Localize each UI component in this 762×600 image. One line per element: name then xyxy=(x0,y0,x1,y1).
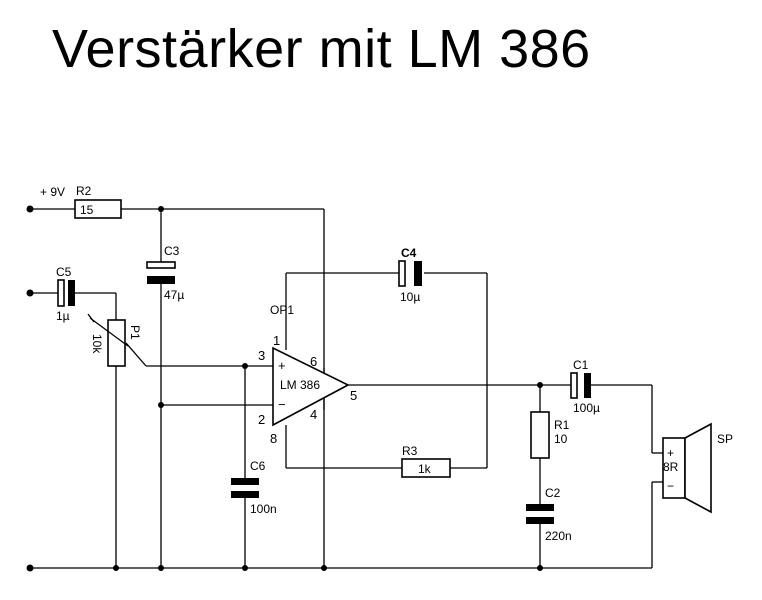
r1-value: 10 xyxy=(554,432,568,446)
c3-value: 47µ xyxy=(164,288,184,302)
junction-dot xyxy=(242,363,248,369)
c2-value: 220n xyxy=(545,529,572,543)
junction-dot xyxy=(537,382,543,388)
supply-label: + 9V xyxy=(40,185,65,199)
capacitor-c1: C1 100µ xyxy=(570,358,600,415)
capacitor-c4: C4 10µ xyxy=(398,246,422,304)
resistor-r3: R3 1k xyxy=(401,444,451,478)
op1-pin-5: 5 xyxy=(350,388,357,403)
r2-value: 15 xyxy=(80,203,94,217)
resistor-r1: R1 10 xyxy=(530,411,570,459)
capacitor-c2: C2 220n xyxy=(526,486,572,543)
c5-value: 1µ xyxy=(56,309,70,323)
c4-ref: C4 xyxy=(401,246,417,260)
input-terminal xyxy=(26,289,34,297)
junction-dot xyxy=(158,565,164,571)
op1-pin-2: 2 xyxy=(258,412,265,427)
p1-ref: P1 xyxy=(128,325,142,340)
junction-dot xyxy=(537,565,543,571)
resistor-r2: R2 15 xyxy=(74,184,122,219)
sp-ref: SP xyxy=(717,432,733,446)
op1-value: LM 386 xyxy=(280,378,320,392)
opamp-op1: OP1 LM 386 + − 1 3 6 2 4 5 8 xyxy=(258,303,357,446)
op1-pin-4: 4 xyxy=(310,407,317,422)
r3-value: 1k xyxy=(418,462,432,476)
c6-value: 100n xyxy=(250,502,277,516)
junction-dot xyxy=(321,565,327,571)
speaker-sp: + − 8R SP xyxy=(652,422,733,514)
op1-minus-sign: − xyxy=(278,397,286,412)
junction-dot xyxy=(242,565,248,571)
sp-value: 8R xyxy=(663,460,679,474)
op1-ref: OP1 xyxy=(270,303,294,317)
junction-dot xyxy=(158,206,164,212)
capacitor-c5: C5 1µ xyxy=(56,265,75,323)
op1-pin-1: 1 xyxy=(273,333,280,348)
junction-dot xyxy=(113,565,119,571)
sp-minus-sign: − xyxy=(667,479,674,493)
junction-dots xyxy=(26,205,543,572)
c4-value: 10µ xyxy=(400,290,420,304)
c5-ref: C5 xyxy=(56,265,72,279)
junction-dot xyxy=(158,402,164,408)
ground-terminal xyxy=(26,564,34,572)
r1-ref: R1 xyxy=(554,418,570,432)
c1-ref: C1 xyxy=(573,358,589,372)
r2-ref: R2 xyxy=(76,184,92,198)
p1-value: 10k xyxy=(90,334,104,354)
op1-plus-sign: + xyxy=(278,358,286,373)
capacitor-c6: C6 100n xyxy=(231,459,277,516)
sp-plus-sign: + xyxy=(667,446,674,460)
op1-pin-8: 8 xyxy=(270,431,277,446)
capacitor-c3: C3 47µ xyxy=(146,244,184,302)
op1-pin-6: 6 xyxy=(310,354,317,369)
page-title: Verstärker mit LM 386 xyxy=(52,19,591,79)
op1-pin-3: 3 xyxy=(258,348,265,363)
c2-ref: C2 xyxy=(545,486,561,500)
supply-terminal xyxy=(26,205,34,213)
r3-ref: R3 xyxy=(402,444,418,458)
potentiometer-p1: P1 10k xyxy=(87,313,142,367)
c1-value: 100µ xyxy=(573,401,600,415)
c6-ref: C6 xyxy=(250,459,266,473)
c3-ref: C3 xyxy=(164,244,180,258)
